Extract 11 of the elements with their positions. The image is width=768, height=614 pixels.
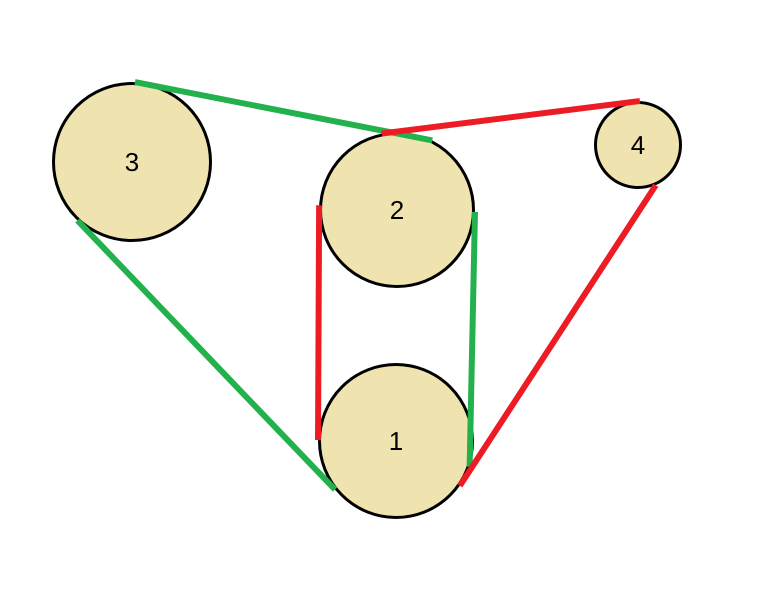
belt-line — [457, 184, 658, 488]
pulley-number: 2 — [390, 194, 404, 226]
belt-line — [134, 79, 433, 144]
belt-line — [466, 212, 478, 467]
pulley-number: 3 — [124, 146, 140, 178]
pulley-number: 4 — [630, 130, 646, 160]
belt-line — [75, 218, 338, 492]
pulley-number: 1 — [388, 426, 404, 456]
pulley-circle — [319, 132, 475, 288]
belt-line — [315, 205, 322, 440]
belt-line — [381, 98, 640, 136]
